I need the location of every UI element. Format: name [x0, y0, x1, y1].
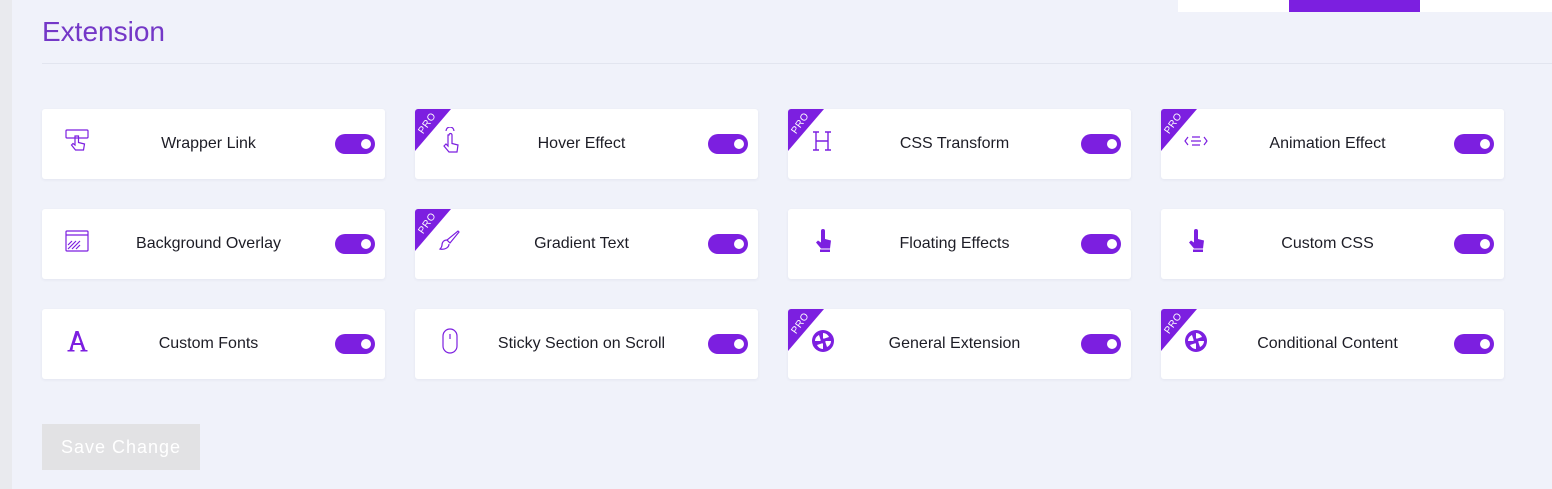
tab-active[interactable] — [1289, 0, 1420, 12]
gradient-text-toggle[interactable] — [708, 234, 748, 254]
code-lines-icon — [1181, 126, 1211, 156]
toggle-knob — [361, 239, 371, 249]
sticky-section-on-scroll-toggle[interactable] — [708, 334, 748, 354]
toggle-knob — [1107, 139, 1117, 149]
toggle-knob — [361, 139, 371, 149]
extension-label: Hover Effect — [537, 135, 626, 152]
toggle-knob — [1107, 239, 1117, 249]
extension-label: Gradient Text — [534, 235, 629, 252]
tap-finger-icon — [1181, 226, 1211, 256]
extension-label: Animation Effect — [1269, 135, 1386, 152]
overlay-window-icon — [62, 226, 92, 256]
extension-card-wrapper-link: Wrapper Link — [42, 109, 385, 179]
mouse-icon — [435, 326, 465, 356]
extension-label: Background Overlay — [136, 235, 281, 252]
aperture-icon — [1181, 326, 1211, 356]
animation-effect-toggle[interactable] — [1454, 134, 1494, 154]
toggle-knob — [1480, 339, 1490, 349]
extension-label: Wrapper Link — [161, 135, 256, 152]
extension-label: Floating Effects — [899, 235, 1010, 252]
tab-1[interactable] — [1178, 0, 1289, 12]
conditional-content-toggle[interactable] — [1454, 334, 1494, 354]
custom-css-toggle[interactable] — [1454, 234, 1494, 254]
letter-h-icon — [808, 126, 838, 156]
extension-label: CSS Transform — [899, 135, 1010, 152]
font-a-icon — [62, 326, 92, 356]
extension-label: General Extension — [888, 335, 1021, 352]
top-tab-bar — [1178, 0, 1552, 12]
toggle-knob — [734, 139, 744, 149]
aperture-icon — [808, 326, 838, 356]
extension-label: Custom CSS — [1281, 235, 1374, 252]
toggle-knob — [361, 339, 371, 349]
divider — [42, 63, 1552, 64]
tap-finger-icon — [808, 226, 838, 256]
css-transform-toggle[interactable] — [1081, 134, 1121, 154]
wrapper-link-toggle[interactable] — [335, 134, 375, 154]
toggle-knob — [734, 339, 744, 349]
extension-label: Sticky Section on Scroll — [497, 335, 666, 352]
extension-card-custom-fonts: Custom Fonts — [42, 309, 385, 379]
toggle-knob — [734, 239, 744, 249]
toggle-knob — [1480, 139, 1490, 149]
toggle-knob — [1107, 339, 1117, 349]
page-title: Extension — [42, 16, 165, 47]
tab-3[interactable] — [1420, 0, 1552, 12]
touch-hand-icon — [435, 126, 465, 156]
extension-card-background-overlay: Background Overlay — [42, 209, 385, 279]
extension-label: Conditional Content — [1257, 335, 1398, 352]
general-extension-toggle[interactable] — [1081, 334, 1121, 354]
extension-card-sticky-section-on-scroll: Sticky Section on Scroll — [415, 309, 758, 379]
extension-label: Custom Fonts — [158, 335, 259, 352]
extension-card-custom-css: Custom CSS — [1161, 209, 1504, 279]
hover-effect-toggle[interactable] — [708, 134, 748, 154]
floating-effects-toggle[interactable] — [1081, 234, 1121, 254]
toggle-knob — [1480, 239, 1490, 249]
extension-card-floating-effects: Floating Effects — [788, 209, 1131, 279]
save-change-button[interactable]: Save Change — [42, 424, 200, 470]
pointer-hand-icon — [62, 126, 92, 156]
brush-icon — [435, 226, 465, 256]
custom-fonts-toggle[interactable] — [335, 334, 375, 354]
left-sidebar-edge — [0, 0, 12, 489]
background-overlay-toggle[interactable] — [335, 234, 375, 254]
